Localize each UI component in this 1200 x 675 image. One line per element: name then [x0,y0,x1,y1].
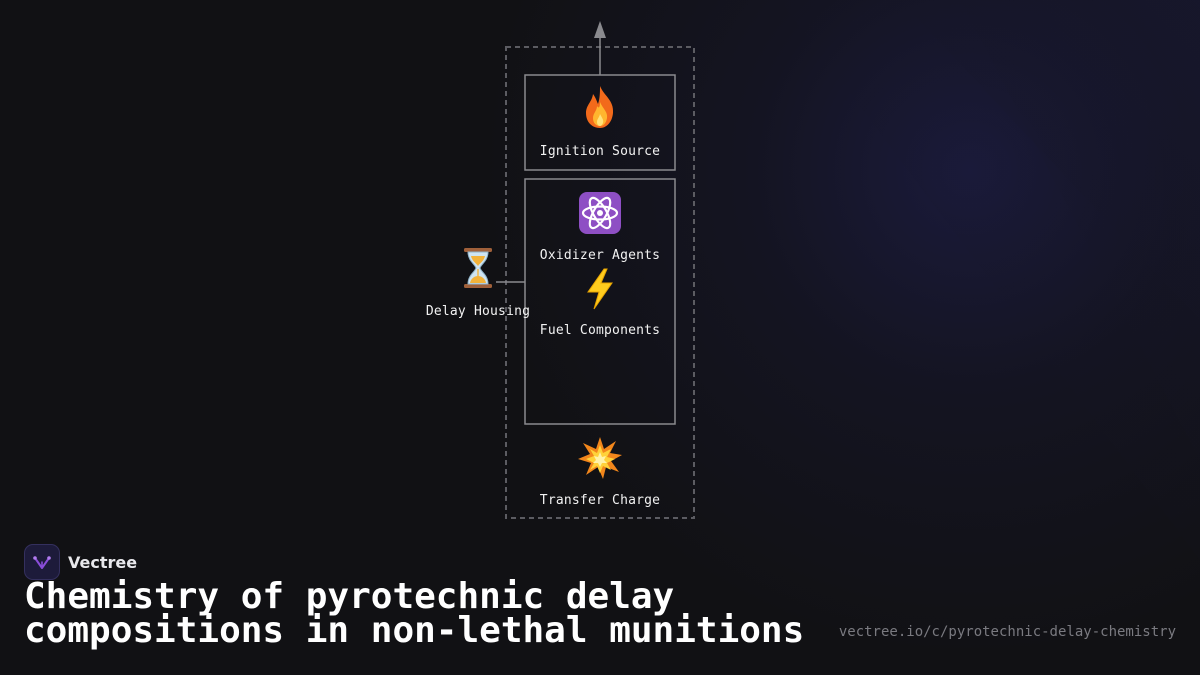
oxidizer-agents-label: Oxidizer Agents [539,248,661,263]
diagram: Ignition Source Oxidizer Agents Fuel Com… [425,21,695,519]
fire-icon [586,86,614,128]
hourglass-icon [464,248,492,288]
delay-housing-label: Delay Housing [425,304,531,319]
explosion-icon [578,437,622,479]
brand-name: Vectree [68,552,138,572]
output-arrow-head [594,21,606,38]
fuel-components-label: Fuel Components [539,323,661,338]
diagram-lines [496,21,695,519]
ignition-source-label: Ignition Source [539,144,661,159]
vectree-logo-icon [24,544,60,580]
page-url[interactable]: vectree.io/c/pyrotechnic-delay-chemistry [838,624,1176,640]
page-title: Chemistry of pyrotechnic delay compositi… [24,576,805,651]
composition-box [524,178,676,425]
atom-icon [579,192,621,234]
lightning-icon [587,268,613,310]
brand: Vectree [24,544,137,580]
transfer-charge-label: Transfer Charge [539,493,661,508]
